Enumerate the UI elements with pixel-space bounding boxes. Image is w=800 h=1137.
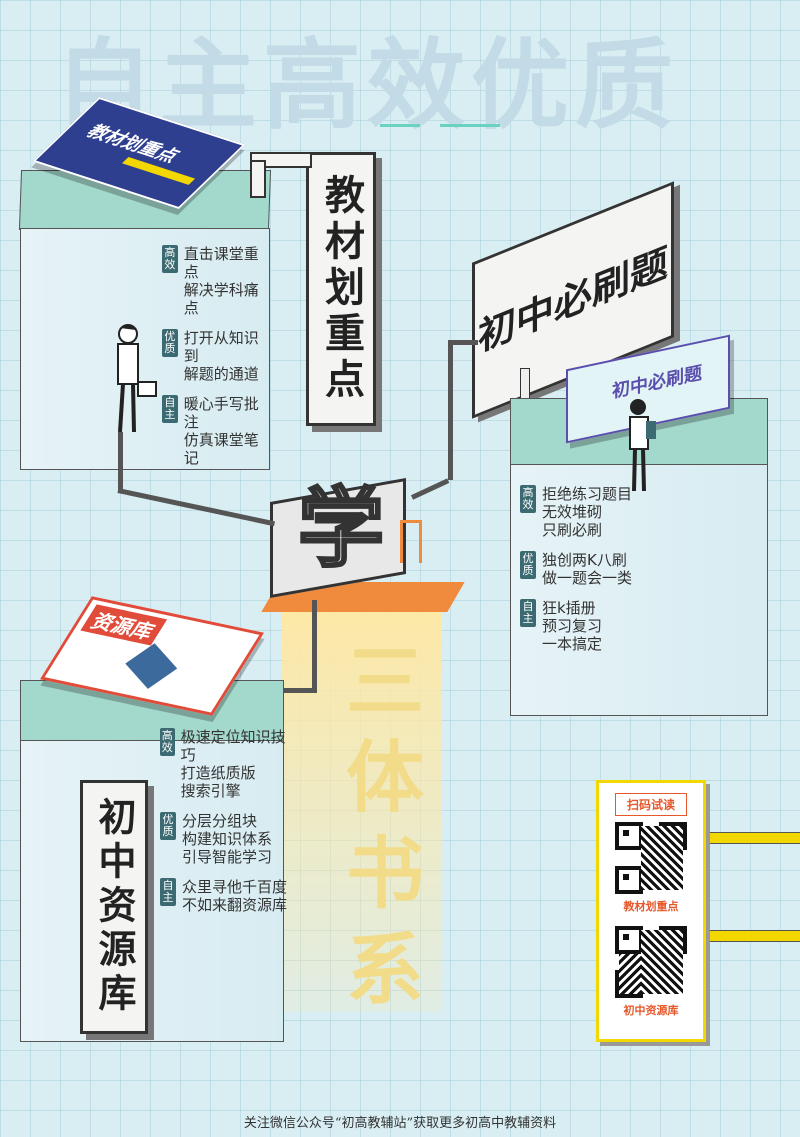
feature-text: 独创两K八刷 做一题会一类 bbox=[542, 551, 633, 587]
title-dash-right bbox=[440, 124, 500, 127]
feature-text: 众里寻他千百度 不如来翻资源库 bbox=[182, 878, 288, 914]
book-resource-title: 资源库 bbox=[80, 604, 168, 646]
feature-text: 直击课堂重点 解决学科痛点 bbox=[183, 245, 259, 317]
pipe bbox=[262, 688, 317, 693]
student-figure bbox=[629, 399, 656, 492]
feature-item: 优质打开从知识到 解题的通道 bbox=[162, 329, 272, 383]
center-glyph: 学 bbox=[297, 478, 386, 581]
feature-tag: 优质 bbox=[160, 812, 176, 840]
pillar-resource bbox=[20, 740, 284, 1042]
pipe bbox=[448, 340, 453, 480]
pipe bbox=[312, 600, 317, 690]
feature-tag: 优质 bbox=[162, 329, 178, 357]
feature-item: 自主狂k插册 预习复习 一本搞定 bbox=[520, 599, 640, 653]
feature-item: 自主众里寻他千百度 不如来翻资源库 bbox=[160, 878, 290, 914]
pipe bbox=[448, 340, 478, 345]
footer-note: 关注微信公众号“初高教辅站”获取更多初高中教辅资料 bbox=[243, 1116, 557, 1131]
sign-textbook-post bbox=[250, 160, 266, 198]
feature-tag: 优质 bbox=[520, 551, 536, 579]
feature-tag: 自主 bbox=[520, 599, 536, 627]
center-pillar bbox=[282, 612, 442, 1012]
feature-tag: 高效 bbox=[160, 728, 175, 756]
center-flag bbox=[400, 520, 422, 563]
feature-item: 高效极速定位知识技巧 打造纸质版 搜索引擎 bbox=[160, 728, 290, 800]
feature-item: 高效直击课堂重点 解决学科痛点 bbox=[162, 245, 272, 317]
qr-rail bbox=[700, 832, 800, 844]
feature-text: 狂k插册 预习复习 一本搞定 bbox=[542, 599, 603, 653]
pillar-drill bbox=[510, 464, 768, 716]
sign-drill-label: 初中必刷题 bbox=[477, 239, 668, 361]
feature-item: 自主暖心手写批注 仿真课堂笔记 bbox=[162, 395, 272, 467]
feature-text: 打开从知识到 解题的通道 bbox=[183, 329, 259, 383]
qr-label-textbook: 教材划重点 bbox=[623, 900, 679, 913]
center-big-text: 三体书系 bbox=[333, 640, 423, 1024]
qr-code-resource[interactable] bbox=[615, 926, 687, 998]
features-resource: 高效极速定位知识技巧 打造纸质版 搜索引擎 优质分层分组块 构建知识体系 引导智… bbox=[160, 728, 290, 926]
qr-header: 扫码试读 bbox=[615, 793, 687, 816]
sign-resource: 初中资源库 bbox=[80, 780, 148, 1034]
features-drill: 高效拒绝练习题目 无效堆砌 只刷必刷 优质独创两K八刷 做一题会一类 自主狂k插… bbox=[520, 485, 640, 665]
title-dash-left bbox=[380, 124, 420, 127]
qr-code-textbook[interactable] bbox=[615, 822, 687, 894]
feature-tag: 高效 bbox=[162, 245, 178, 273]
feature-item: 优质独创两K八刷 做一题会一类 bbox=[520, 551, 640, 587]
qr-card: 扫码试读 教材划重点 初中资源库 bbox=[596, 780, 706, 1042]
feature-item: 优质分层分组块 构建知识体系 引导智能学习 bbox=[160, 812, 290, 866]
feature-text: 极速定位知识技巧 打造纸质版 搜索引擎 bbox=[180, 728, 286, 800]
qr-rail bbox=[700, 930, 800, 942]
feature-text: 暖心手写批注 仿真课堂笔记 bbox=[183, 395, 259, 467]
pipe bbox=[118, 432, 123, 492]
pillar-textbook bbox=[20, 228, 270, 470]
feature-tag: 自主 bbox=[162, 395, 178, 423]
feature-item: 高效拒绝练习题目 无效堆砌 只刷必刷 bbox=[520, 485, 640, 539]
center-building: 学 bbox=[260, 470, 420, 600]
feature-tag: 自主 bbox=[160, 878, 176, 906]
sign-textbook: 教材划重点 bbox=[306, 152, 376, 426]
feature-text: 分层分组块 构建知识体系 引导智能学习 bbox=[182, 812, 273, 866]
feature-text: 拒绝练习题目 无效堆砌 只刷必刷 bbox=[542, 485, 633, 539]
qr-label-resource: 初中资源库 bbox=[623, 1004, 679, 1017]
teacher-figure bbox=[117, 324, 157, 433]
feature-tag: 高效 bbox=[520, 485, 536, 513]
features-textbook: 高效直击课堂重点 解决学科痛点 优质打开从知识到 解题的通道 自主暖心手写批注 … bbox=[162, 245, 272, 479]
